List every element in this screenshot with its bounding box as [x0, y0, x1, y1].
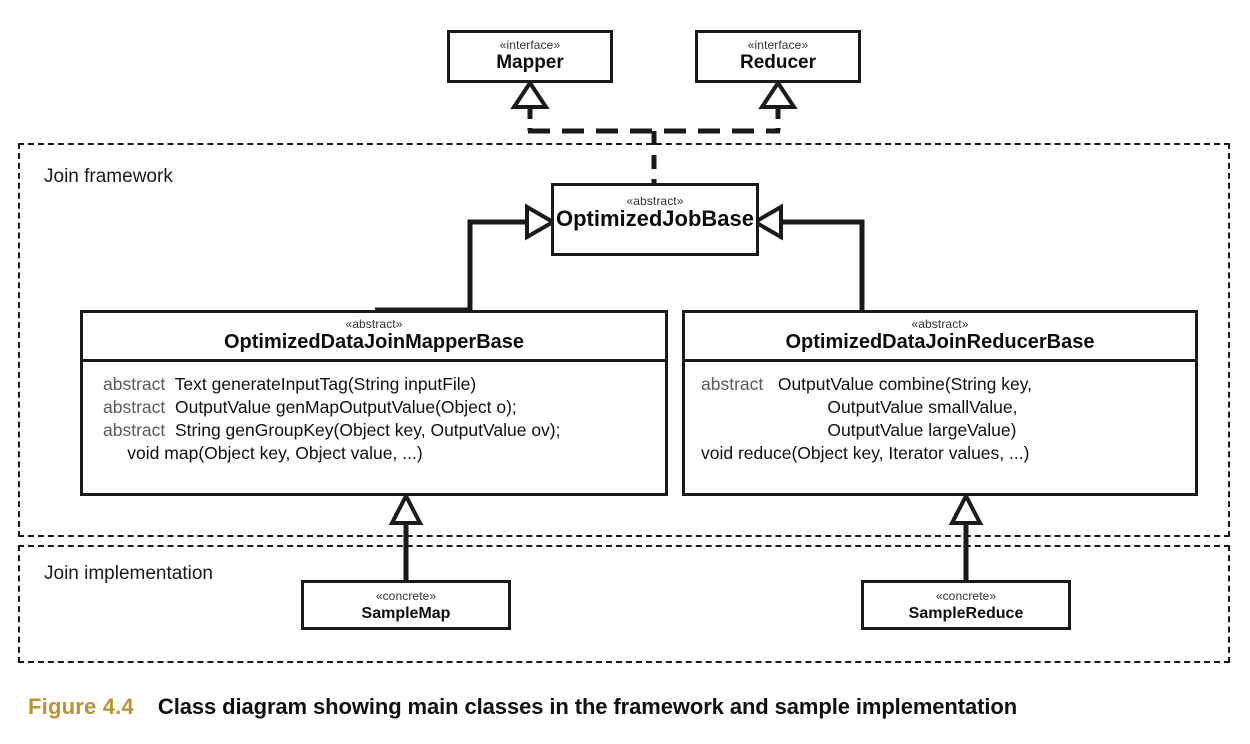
realization-triangle-mapper — [510, 79, 550, 109]
class-header-sample-reduce: «concrete» SampleReduce — [864, 583, 1068, 630]
class-header-mapper: «interface» Mapper — [450, 33, 610, 79]
stereotype-abstract-job-base: «abstract» — [626, 194, 684, 208]
members-mapper-base: abstract Text generateInputTag(String in… — [83, 362, 665, 475]
figure-caption-text: Class diagram showing main classes in th… — [157, 694, 1018, 719]
class-header-reducer: «interface» Reducer — [698, 33, 858, 79]
member-keyword: abstract — [103, 374, 166, 394]
class-header-optimized-job-base: «abstract» OptimizedJobBase — [554, 186, 756, 235]
member-signature: String genGroupKey(Object key, OutputVal… — [165, 420, 561, 440]
member-signature: OutputValue largeValue) — [701, 420, 1017, 440]
generalization-triangle-left — [525, 203, 558, 241]
member-signature: void map(Object key, Object value, ...) — [103, 443, 423, 463]
stereotype-abstract-reducer-base: «abstract» — [911, 317, 969, 331]
stereotype-concrete-sample-map: «concrete» — [375, 589, 437, 603]
stereotype-concrete-sample-reduce: «concrete» — [935, 589, 997, 603]
member-row: OutputValue smallValue, — [701, 396, 1195, 419]
class-box-optimized-data-join-reducer-base[interactable]: «abstract» OptimizedDataJoinReducerBase … — [682, 310, 1198, 496]
class-box-sample-reduce[interactable]: «concrete» SampleReduce — [861, 580, 1071, 630]
class-box-sample-map[interactable]: «concrete» SampleMap — [301, 580, 511, 630]
class-box-mapper[interactable]: «interface» Mapper — [447, 30, 613, 83]
member-signature: OutputValue smallValue, — [701, 397, 1018, 417]
class-name-sample-reduce: SampleReduce — [908, 605, 1024, 622]
class-name-mapper: Mapper — [496, 52, 564, 73]
realization-connector — [510, 79, 798, 183]
member-row: abstract OutputValue combine(String key, — [701, 373, 1195, 396]
generalization-samplereduce-to-reducerbase — [948, 491, 984, 580]
class-name-optimized-job-base: OptimizedJobBase — [555, 206, 755, 231]
member-keyword: abstract — [103, 397, 166, 417]
figure-caption: Figure 4.4 Class diagram showing main cla… — [28, 694, 1017, 720]
class-box-optimized-job-base[interactable]: «abstract» OptimizedJobBase — [551, 183, 759, 256]
generalization-triangle-samplemap — [388, 491, 424, 525]
member-signature: OutputValue genMapOutputValue(Object o); — [165, 397, 517, 417]
class-box-reducer[interactable]: «interface» Reducer — [695, 30, 861, 83]
member-keyword: abstract — [701, 374, 764, 394]
figure-number: Figure 4.4 — [28, 694, 134, 719]
class-header-sample-map: «concrete» SampleMap — [304, 583, 508, 630]
class-box-optimized-data-join-mapper-base[interactable]: «abstract» OptimizedDataJoinMapperBase a… — [80, 310, 668, 496]
stereotype-interface-reducer: «interface» — [747, 38, 809, 52]
class-name-reducer-base: OptimizedDataJoinReducerBase — [785, 331, 1095, 353]
member-row: abstract String genGroupKey(Object key, … — [103, 419, 665, 442]
class-header-reducer-base: «abstract» OptimizedDataJoinReducerBase — [685, 313, 1195, 362]
member-row: OutputValue largeValue) — [701, 419, 1195, 442]
generalization-triangle-right — [750, 203, 783, 241]
stereotype-abstract-mapper-base: «abstract» — [345, 317, 403, 331]
member-row: void reduce(Object key, Iterator values,… — [701, 442, 1195, 465]
class-header-mapper-base: «abstract» OptimizedDataJoinMapperBase — [83, 313, 665, 362]
frame-join-framework — [18, 143, 1230, 537]
member-signature: Text generateInputTag(String inputFile) — [165, 374, 477, 394]
class-name-mapper-base: OptimizedDataJoinMapperBase — [223, 331, 525, 353]
frame-label-join-framework: Join framework — [44, 166, 173, 187]
frame-join-implementation — [18, 545, 1230, 663]
frame-label-join-implementation: Join implementation — [44, 563, 213, 584]
generalization-triangle-samplereduce — [948, 491, 984, 525]
members-reducer-base: abstract OutputValue combine(String key,… — [685, 362, 1195, 475]
stereotype-interface-mapper: «interface» — [499, 38, 561, 52]
member-signature: OutputValue combine(String key, — [763, 374, 1033, 394]
member-row: abstract OutputValue genMapOutputValue(O… — [103, 396, 665, 419]
generalization-samplemap-to-mapperbase — [388, 491, 424, 580]
member-keyword: abstract — [103, 420, 166, 440]
generalization-path-right — [775, 219, 865, 310]
realization-triangle-reducer — [758, 79, 798, 109]
member-row: abstract Text generateInputTag(String in… — [103, 373, 665, 396]
member-signature: void reduce(Object key, Iterator values,… — [701, 443, 1030, 463]
class-name-reducer: Reducer — [739, 52, 817, 73]
generalization-reducerbase-to-jobbase — [750, 203, 865, 310]
member-row: void map(Object key, Object value, ...) — [103, 442, 665, 465]
class-name-sample-map: SampleMap — [361, 605, 451, 622]
